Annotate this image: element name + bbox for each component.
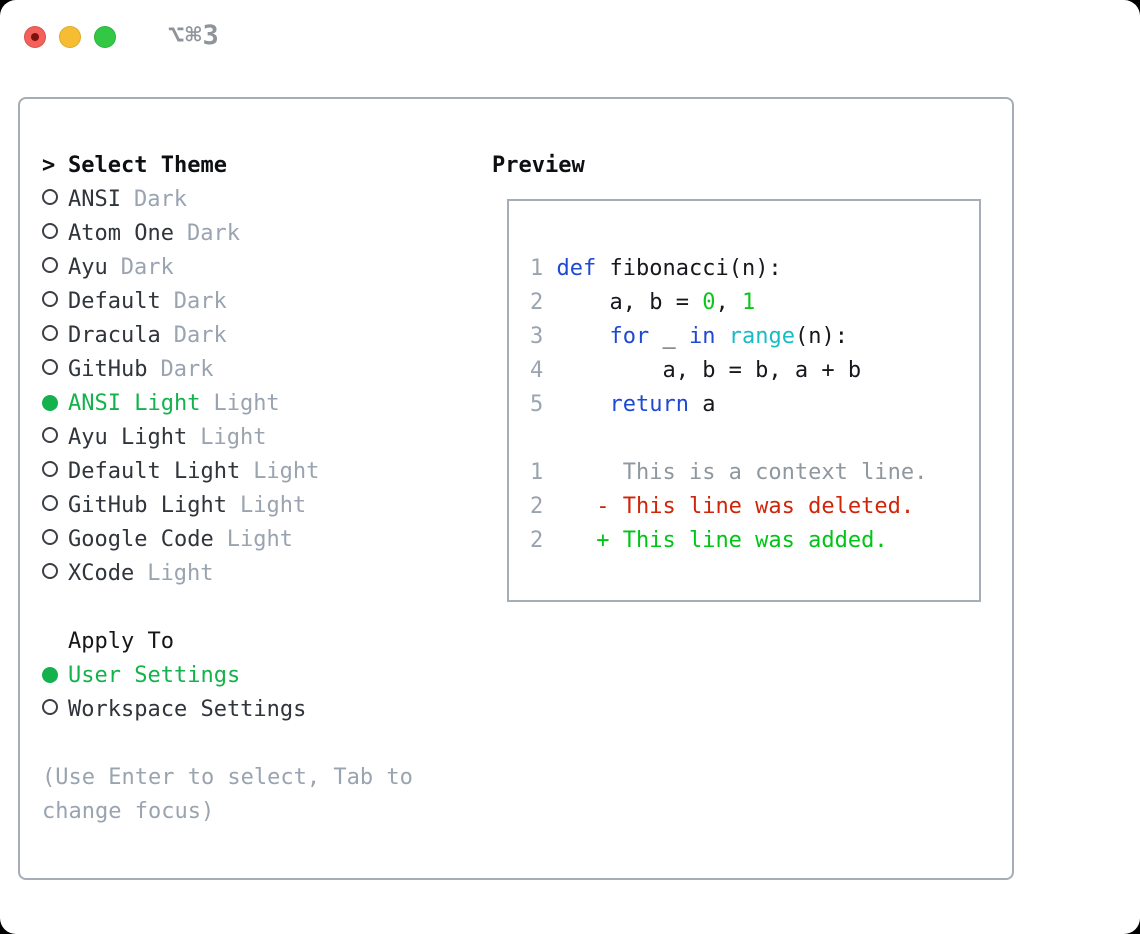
- diff-deleted-line: 2 - This line was deleted.: [530, 494, 915, 519]
- radio-unselected-icon: [42, 217, 68, 251]
- radio-unselected-icon: [42, 489, 68, 523]
- code-line: 4 a, b = b, a + b: [530, 358, 862, 383]
- radio-unselected-icon: [42, 455, 68, 489]
- radio-unselected-icon: [42, 557, 68, 591]
- apply-to-header: Apply To: [68, 629, 174, 654]
- code-line: 5 return a: [530, 392, 716, 417]
- window-titlebar: [24, 26, 116, 48]
- close-button[interactable]: [24, 26, 46, 48]
- diff-context-line: 1 This is a context line.: [530, 460, 928, 485]
- radio-unselected-icon: [42, 353, 68, 387]
- unsaved-changes-dot-icon: [31, 33, 39, 41]
- select-theme-header-label: Select Theme: [68, 153, 227, 178]
- preview-pane: 1 def fibonacci(n): 2 a, b = 0, 1 3 for …: [507, 199, 981, 602]
- radio-unselected-icon: [42, 693, 68, 727]
- apply-to-option-user-settings[interactable]: User Settings: [42, 659, 413, 693]
- preview-header: Preview: [492, 153, 585, 178]
- select-theme-header: > Select Theme: [42, 149, 413, 183]
- code-line: 3 for _ in range(n):: [530, 324, 848, 349]
- radio-unselected-icon: [42, 523, 68, 557]
- minimize-button[interactable]: [59, 26, 81, 48]
- code-line: 1 def fibonacci(n):: [530, 256, 782, 281]
- diff-added-line: 2 + This line was added.: [530, 528, 888, 553]
- radio-unselected-icon: [42, 285, 68, 319]
- window-title: ⌥⌘3: [168, 20, 220, 51]
- radio-unselected-icon: [42, 251, 68, 285]
- radio-unselected-icon: [42, 421, 68, 455]
- radio-selected-icon: [42, 659, 68, 693]
- code-line: 2 a, b = 0, 1: [530, 290, 756, 315]
- zoom-button[interactable]: [94, 26, 116, 48]
- radio-selected-icon: [42, 387, 68, 421]
- apply-to-option-workspace-settings[interactable]: Workspace Settings: [42, 693, 413, 727]
- hint-line-2: change focus): [42, 799, 215, 824]
- hint-line-1: (Use Enter to select, Tab to: [42, 765, 413, 790]
- radio-unselected-icon: [42, 319, 68, 353]
- radio-unselected-icon: [42, 183, 68, 217]
- prompt-caret-icon: >: [42, 153, 56, 178]
